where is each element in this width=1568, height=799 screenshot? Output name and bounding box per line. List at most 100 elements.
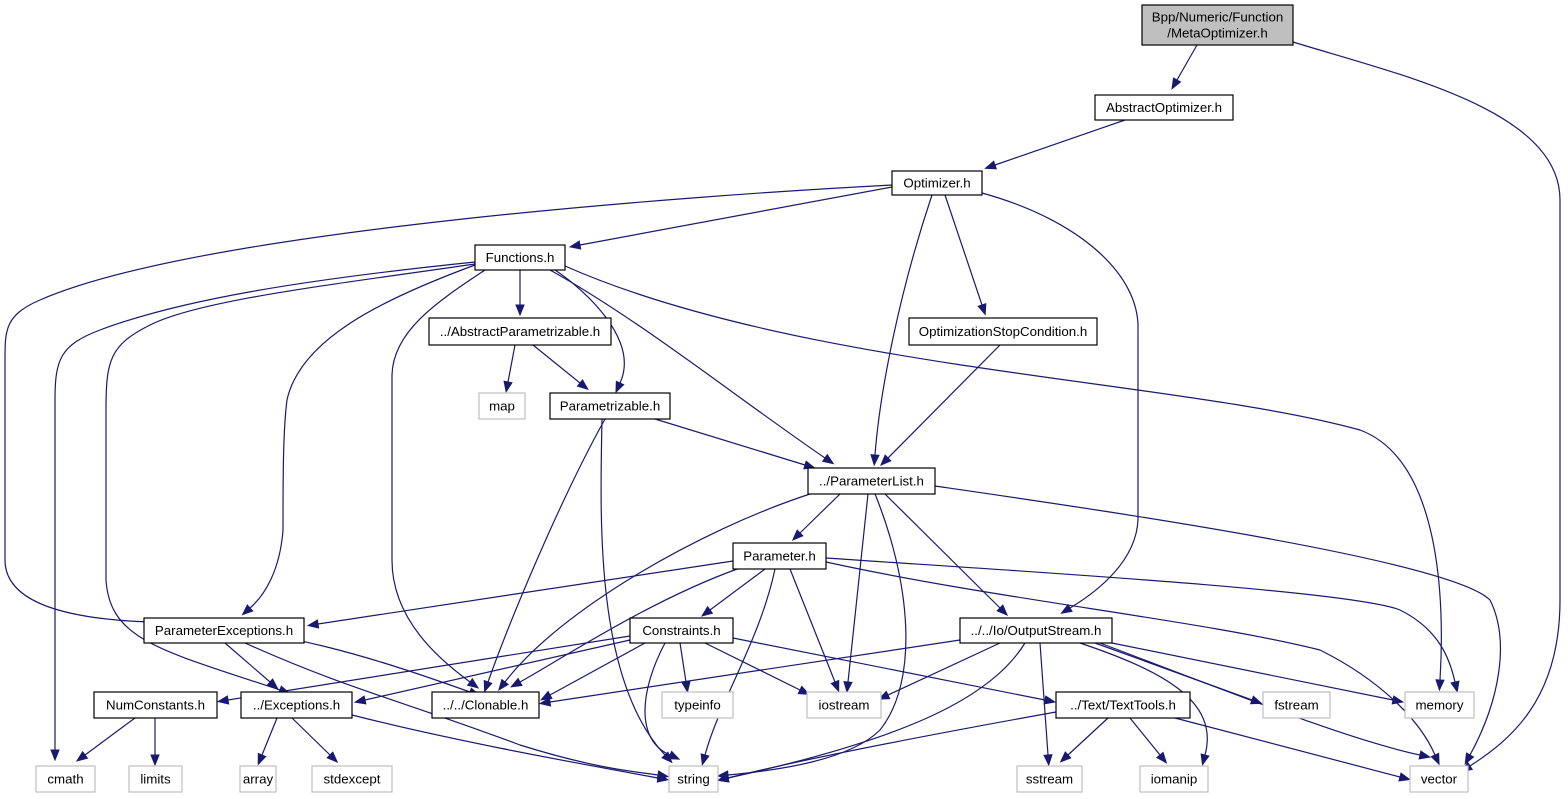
edge-plist-to-clon	[498, 493, 811, 691]
edge-line	[981, 192, 1139, 609]
arrowhead-icon	[681, 680, 691, 694]
node-ttools[interactable]: ../Text/TextTools.h	[1055, 691, 1191, 719]
edge-func-to-clon	[391, 269, 486, 689]
edge-par-to-plist	[654, 418, 816, 470]
node-label: ../AbstractParametrizable.h	[440, 324, 600, 339]
node-fstream: fstream	[1262, 691, 1331, 719]
edge-constr-to-exc	[353, 639, 631, 705]
node-plist[interactable]: ../ParameterList.h	[807, 467, 936, 495]
arrowhead-icon	[257, 752, 267, 766]
edge-line	[1176, 44, 1198, 81]
node-meta[interactable]: Bpp/Numeric/Function/MetaOptimizer.h	[1141, 4, 1294, 46]
node-numc[interactable]: NumConstants.h	[93, 691, 218, 719]
edge-ostream-to-iomanip	[1079, 642, 1210, 766]
node-label: Functions.h	[486, 250, 555, 265]
arrowhead-icon	[797, 685, 811, 696]
node-label: Parametrizable.h	[560, 399, 661, 414]
node-func[interactable]: Functions.h	[474, 244, 566, 271]
node-exc[interactable]: ../Exceptions.h	[240, 691, 353, 719]
node-constr[interactable]: Constraints.h	[629, 617, 734, 644]
edge-ttools-to-sstream	[1059, 717, 1109, 763]
edge-ttools-to-iomanip	[1129, 717, 1168, 764]
node-label: ../Text/TextTools.h	[1070, 698, 1176, 713]
arrowhead-icon	[1200, 753, 1210, 766]
edge-param-to-memory	[825, 557, 1460, 694]
node-label: iomanip	[1151, 772, 1198, 787]
edge-line	[351, 714, 659, 779]
node-box	[431, 691, 540, 719]
node-label: cmath	[47, 772, 83, 787]
node-string: string	[668, 765, 719, 793]
node-typeinfo: typeinfo	[661, 691, 734, 719]
node-abspar[interactable]: ../AbstractParametrizable.h	[428, 317, 612, 346]
edge-exc-to-array	[257, 717, 278, 766]
arrowhead-icon	[656, 773, 670, 783]
node-label: fstream	[1274, 698, 1318, 713]
edge-plist-to-vector	[934, 485, 1501, 765]
edge-line	[944, 194, 983, 306]
edge-ostream-to-memory	[1111, 642, 1405, 705]
edge-line	[84, 717, 136, 756]
edge-exc-to-stdexcept	[291, 717, 339, 763]
edge-opt-to-func	[568, 186, 893, 250]
node-sstream: sstream	[1016, 765, 1083, 793]
edge-func-to-memory	[564, 265, 1445, 692]
edge-numc-to-cmath	[75, 717, 136, 762]
edge-constr-to-clon	[540, 642, 646, 701]
arrowhead-icon	[700, 605, 714, 617]
edge-line	[519, 567, 741, 683]
node-opt[interactable]: Optimizer.h	[891, 170, 983, 196]
edge-line	[549, 269, 826, 459]
edge-line	[884, 493, 1001, 609]
edge-line	[364, 639, 631, 701]
edge-line	[504, 493, 811, 683]
node-box	[1262, 691, 1331, 719]
node-stdexcept: stdexcept	[311, 765, 393, 793]
arrowhead-icon	[984, 160, 998, 170]
node-box	[428, 317, 612, 346]
edge-line	[600, 418, 666, 756]
node-cmath: cmath	[35, 765, 96, 793]
node-optstop[interactable]: OptimizationStopCondition.h	[908, 317, 1098, 346]
arrowhead-icon	[216, 695, 230, 705]
edge-line	[654, 418, 806, 466]
node-map: map	[478, 392, 526, 420]
edge-meta-to-vector	[1292, 41, 1561, 773]
edge-numc-to-limits	[150, 718, 160, 767]
node-label: ../Exceptions.h	[253, 698, 340, 713]
node-box	[1139, 765, 1209, 793]
node-box	[239, 765, 277, 793]
edge-abspar-to-map	[503, 344, 516, 394]
arrowhead-icon	[515, 304, 525, 317]
arrowhead-icon	[540, 690, 553, 701]
node-label: Parameter.h	[743, 549, 815, 564]
node-box	[1055, 691, 1191, 719]
node-clon[interactable]: ../../Clonable.h	[431, 691, 540, 719]
arrowhead-icon	[700, 753, 710, 766]
node-par[interactable]: Parametrizable.h	[549, 392, 671, 420]
node-label: memory	[1415, 698, 1463, 713]
edge-param-to-pexc	[306, 560, 734, 629]
edge-plist-to-string	[716, 493, 907, 780]
node-label: ../../Io/OutputStream.h	[971, 623, 1102, 638]
node-box	[35, 765, 96, 793]
node-absopt[interactable]: AbstractOptimizer.h	[1094, 94, 1234, 121]
edge-opt-to-optstop	[944, 194, 987, 316]
arrowhead-icon	[150, 754, 160, 767]
node-box	[1094, 94, 1234, 121]
edge-func-to-plist	[549, 269, 835, 465]
edge-ttools-to-string	[716, 711, 1057, 783]
arrowhead-icon	[996, 604, 1009, 616]
node-param[interactable]: Parameter.h	[732, 542, 827, 570]
arrowhead-icon	[1171, 77, 1182, 90]
arrowhead-icon	[306, 619, 320, 629]
node-label: iostream	[819, 698, 870, 713]
edge-line	[799, 493, 841, 534]
edge-line	[317, 560, 734, 625]
edge-constr-to-iostream	[704, 642, 811, 696]
node-pexc[interactable]: ParameterExceptions.h	[143, 617, 305, 644]
node-box	[629, 617, 734, 644]
node-label: stdexcept	[324, 772, 381, 787]
node-ostream[interactable]: ../../Io/OutputStream.h	[959, 617, 1113, 644]
edge-opt-to-plist	[870, 194, 933, 467]
